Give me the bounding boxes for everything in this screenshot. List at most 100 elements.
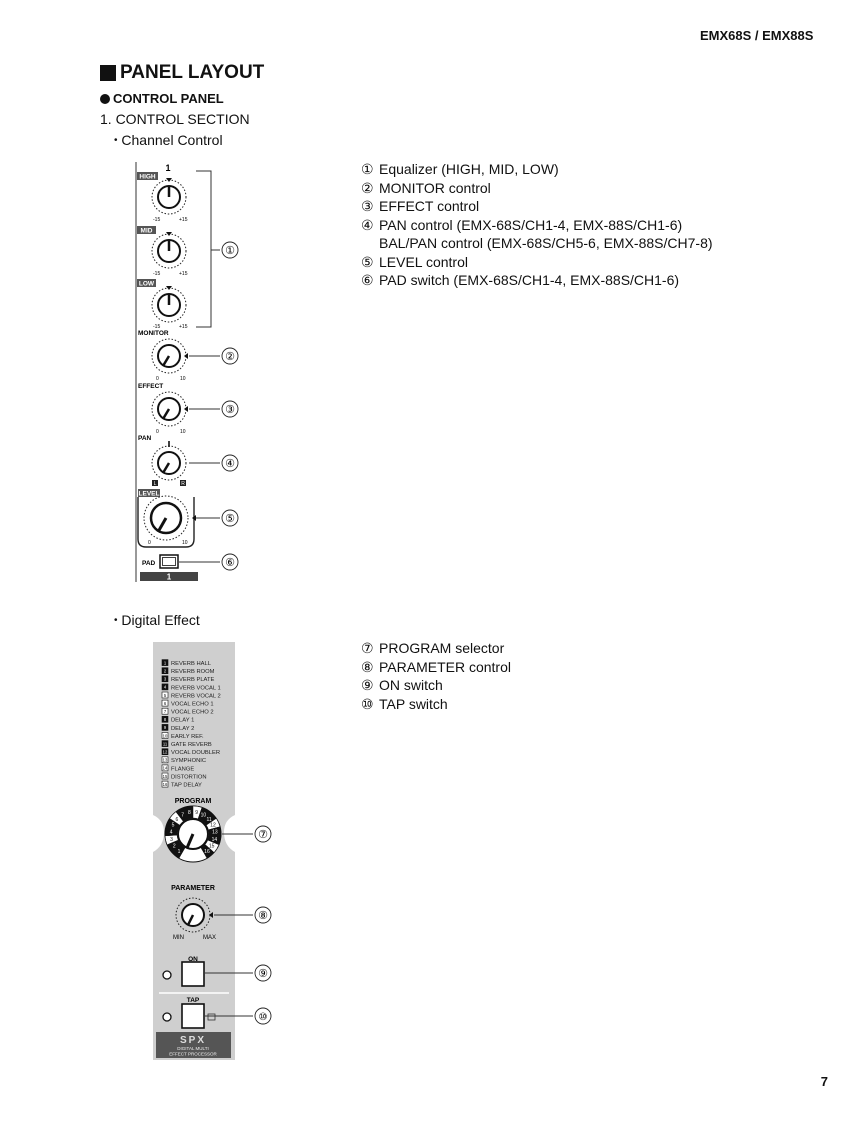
- scale-label: 10: [180, 429, 186, 435]
- scale-label: +15: [179, 324, 188, 330]
- program-number-box: [161, 699, 169, 707]
- callout-2: ②: [225, 351, 235, 363]
- program-number: 8: [164, 717, 167, 722]
- pan-l-label: L: [154, 481, 157, 487]
- program-name: GATE REVERB: [171, 742, 212, 748]
- program-number: 5: [164, 693, 167, 698]
- spx-subtitle-2: EFFECT PROCESSOR: [169, 1052, 217, 1057]
- callout-6: ⑥: [225, 557, 235, 569]
- program-number-box: [161, 748, 169, 755]
- program-ring-number: 2: [173, 843, 176, 849]
- program-number-box: [161, 772, 169, 780]
- level-label: LEVEL: [139, 491, 160, 498]
- callout-7: ⑦: [258, 829, 268, 841]
- scale-label: 0: [148, 540, 151, 546]
- tap-led: [162, 1012, 172, 1022]
- program-ring-number: 12: [210, 823, 216, 829]
- program-name: VOCAL ECHO 1: [171, 702, 214, 708]
- scale-label: +15: [179, 271, 188, 277]
- subsection-title-text: CONTROL PANEL: [113, 91, 224, 106]
- program-number-box: [161, 764, 169, 772]
- callout-5: ⑤: [225, 513, 235, 525]
- pan-knob[interactable]: [151, 441, 187, 481]
- program-number-box: [161, 724, 169, 731]
- spx-subtitle-1: DIGITAL MULTI: [177, 1046, 208, 1051]
- program-number: 15: [163, 774, 168, 779]
- program-number: 9: [164, 725, 167, 730]
- program-ring-number: 5: [172, 823, 175, 829]
- section-title: PANEL LAYOUT: [100, 62, 264, 84]
- tap-label: TAP: [187, 997, 200, 1004]
- callout-4: ④: [225, 458, 235, 470]
- digital-effect-heading: • Digital Effect: [114, 612, 200, 628]
- program-number: 7: [164, 709, 167, 714]
- program-number: 12: [163, 750, 168, 755]
- level-frame: [137, 497, 195, 548]
- scale-label: -15: [153, 217, 160, 223]
- program-number-box: [161, 716, 169, 723]
- pan-label: PAN: [138, 435, 152, 442]
- program-name: EARLY REF.: [171, 734, 204, 740]
- mid-eq-knob[interactable]: [151, 232, 187, 269]
- channel-number-bar: [140, 572, 198, 581]
- callout-7-circle: [254, 825, 272, 843]
- section-title-text: PANEL LAYOUT: [120, 62, 265, 83]
- channel-control-heading-text: Channel Control: [121, 132, 223, 148]
- program-number: 11: [163, 741, 168, 746]
- program-name: REVERB PLATE: [171, 677, 215, 683]
- program-number-box: [161, 756, 169, 764]
- tap-switch[interactable]: [181, 1003, 205, 1029]
- program-name: DELAY 2: [171, 726, 194, 732]
- callout-8: ⑧: [258, 910, 268, 922]
- monitor-knob[interactable]: [151, 338, 188, 374]
- scale-label: +15: [179, 217, 188, 223]
- program-ring-number: 6: [176, 817, 179, 823]
- program-number: 1: [164, 660, 167, 665]
- parameter-knob[interactable]: [175, 897, 213, 933]
- parameter-max-label: MAX: [203, 935, 216, 941]
- eq-bracket: [196, 170, 212, 328]
- channel-control-heading: • Channel Control: [114, 132, 223, 148]
- pad-label: PAD: [142, 560, 156, 567]
- program-ring-number: 10: [201, 812, 207, 818]
- tap-sub-icon: [207, 1013, 216, 1021]
- callout-1: ①: [225, 245, 235, 257]
- pad-switch[interactable]: [159, 554, 179, 569]
- program-ring-number: 13: [212, 830, 218, 836]
- on-switch[interactable]: [181, 961, 205, 987]
- scale-label: 10: [182, 540, 188, 546]
- program-name: DELAY 1: [171, 718, 194, 724]
- program-ring-number: 4: [170, 830, 173, 836]
- effect-knob[interactable]: [151, 391, 188, 427]
- program-number-box: [161, 667, 169, 675]
- high-label: HIGH: [139, 174, 156, 181]
- program-number: 14: [163, 766, 168, 771]
- low-label-bg: [137, 279, 156, 287]
- program-number-box: [161, 740, 169, 747]
- program-ring-number: 15: [209, 843, 215, 849]
- program-name: DISTORTION: [171, 774, 207, 780]
- callout-2-circle: [221, 347, 239, 365]
- program-number-box: [161, 732, 169, 739]
- level-knob[interactable]: [143, 495, 196, 541]
- program-name: REVERB VOCAL 2: [171, 693, 221, 699]
- program-name: REVERB VOCAL 1: [171, 685, 221, 691]
- channel-number-bottom: 1: [167, 573, 172, 582]
- high-eq-knob[interactable]: [151, 178, 187, 215]
- model-header: EMX68S / EMX88S: [700, 28, 814, 43]
- program-number: 6: [164, 701, 167, 706]
- low-eq-knob[interactable]: [151, 286, 187, 323]
- program-number: 16: [163, 782, 168, 787]
- subsection-title: CONTROL PANEL: [100, 91, 224, 106]
- program-ring-number: 1: [178, 849, 181, 855]
- digital-effect-heading-text: Digital Effect: [121, 612, 200, 628]
- program-number-box: [161, 707, 169, 715]
